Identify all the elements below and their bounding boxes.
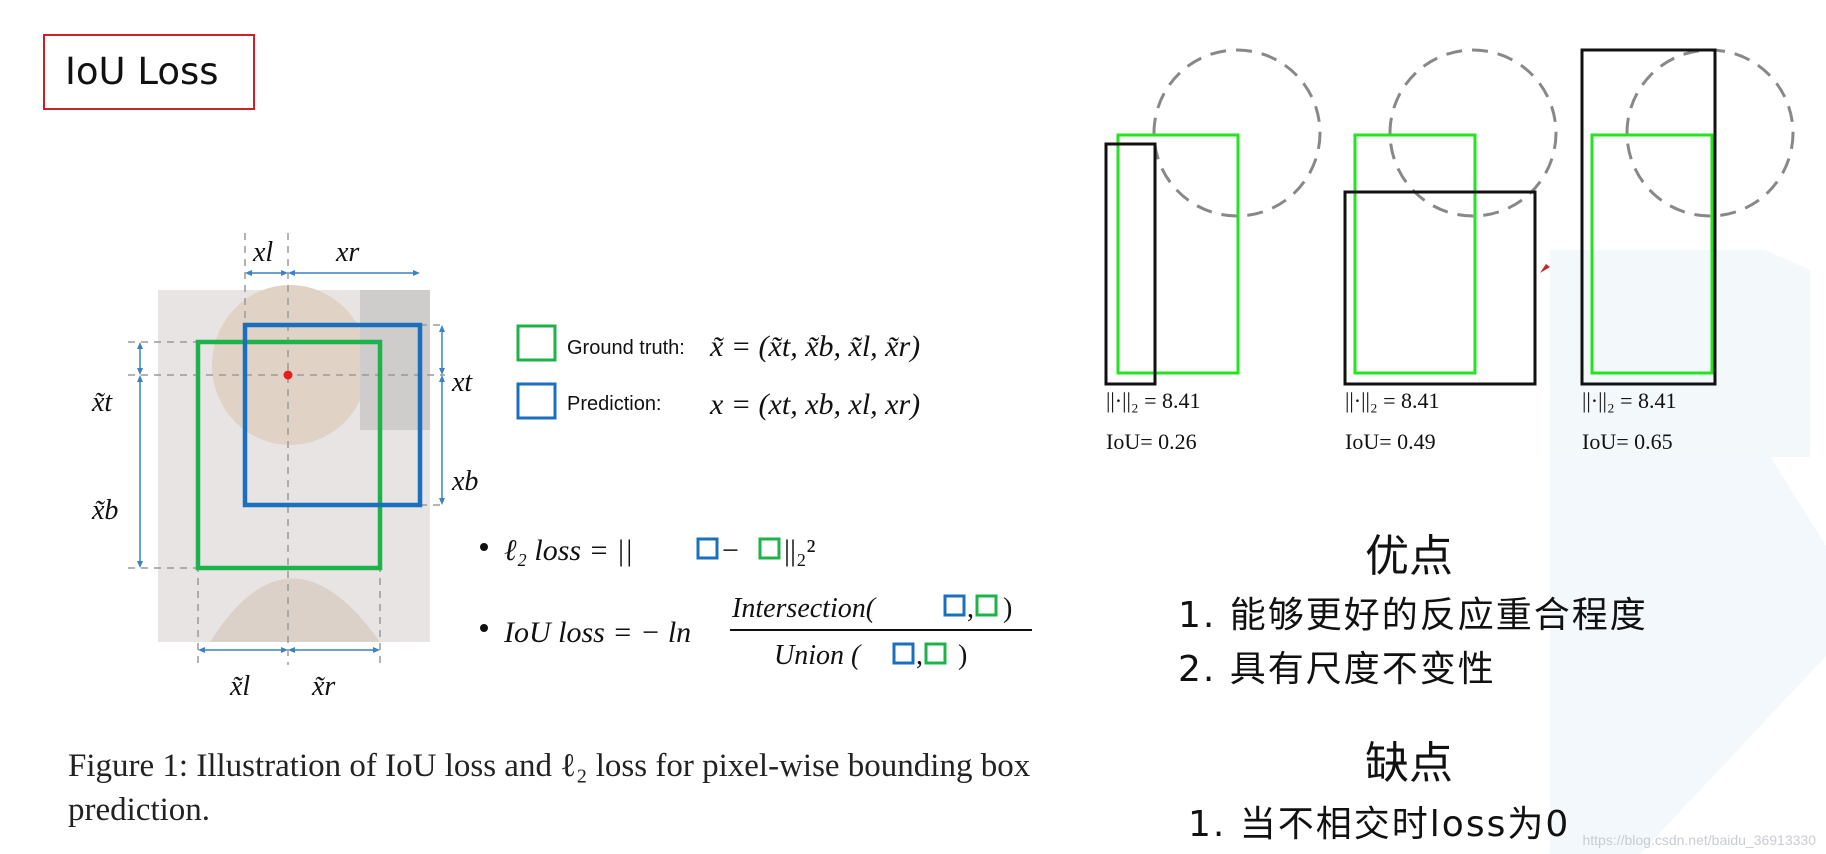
face-shape [212,285,368,445]
disadvantages-heading: 缺点 [1365,738,1453,789]
label-x-r: xr [335,237,359,268]
iou-example-1: ||·||₂ = 8.41 IoU= 0.26 [1104,48,1322,454]
shoulder-shape [210,578,380,642]
disadvantage-item-1: 1. 当不相交时loss为0 [1188,804,1571,845]
legend-green-square [516,324,557,362]
label-x-l: xl [252,237,273,268]
advantages-heading: 优点 [1365,531,1453,582]
numerator-close: ) [1003,593,1012,624]
l2-loss-prefix: ℓ₂ loss = || [504,534,633,567]
iou-example-3: ||·||₂ = 8.41 IoU= 0.65 [1580,48,1795,454]
denominator-close: ) [958,640,967,671]
legend-blue-square [516,382,557,420]
decor-triangle [1550,456,1826,854]
green-box-3 [1590,133,1714,375]
green-box-2 [1353,133,1477,375]
iou-example-2: ||·||₂ = 8.41 IoU= 0.49 [1343,48,1558,454]
norm-label-2: ||·||₂ = 8.41 [1345,388,1440,413]
numerator-blue-square [943,594,966,617]
iou-denominator: Union ( [774,640,862,671]
ground-truth-formula: x̃ = (x̃t, x̃b, x̃l, x̃r) [709,330,920,363]
iou-numerator: Intersection( [731,593,877,624]
denominator-blue-square [892,642,915,665]
l2-blue-square [696,537,719,560]
decor-triangle-top [1550,250,1810,457]
numerator-green-square [975,594,998,617]
bbox-illustration: xl xr xt xb x̃t x̃b x̃l x̃r [91,233,478,702]
norm-label-3: ||·||₂ = 8.41 [1582,388,1677,413]
label-xb-tilde: x̃b [91,495,118,526]
black-box-2 [1343,190,1537,386]
label-x-t: xt [451,367,473,398]
label-xr-tilde: x̃r [311,671,335,702]
iou-label-1: IoU= 0.26 [1106,429,1197,454]
ground-truth-box [195,339,383,571]
label-xt-tilde: x̃t [91,387,113,418]
l2-green-square [758,537,781,560]
iou-label-3: IoU= 0.65 [1582,429,1673,454]
legend-prediction-label: Prediction: [567,393,662,415]
label-xl-tilde: x̃l [229,671,250,702]
loss-formulas: ℓ₂ loss = || − ||₂² IoU loss = − ln Inte… [480,534,1032,671]
dashed-circle-2 [1388,48,1558,218]
slide-title: IoU Loss [43,34,255,110]
denominator-green-square [924,642,947,665]
iou-loss-prefix: IoU loss = − ln [503,616,691,649]
green-box-1 [1116,133,1240,375]
center-point [283,370,293,380]
legend-ground-truth-label: Ground truth: [567,337,685,359]
norm-label-1: ||·||₂ = 8.41 [1106,388,1201,413]
numerator-comma: , [967,593,974,624]
l2-norm-suffix: ||₂² [784,534,815,567]
pen-cursor-icon [1540,264,1550,273]
label-x-b: xb [451,466,478,497]
figure-caption: Figure 1: Illustration of IoU loss and ℓ… [68,748,1031,828]
watermark: https://blog.csdn.net/baidu_36913330 [1582,832,1816,848]
iou-examples: ||·||₂ = 8.41 IoU= 0.26 ||·||₂ = 8.41 Io… [1104,48,1810,457]
iou-label-2: IoU= 0.49 [1345,429,1436,454]
l2-minus: − [722,534,739,567]
legend: Ground truth: Prediction: x̃ = (x̃t, x̃b… [516,324,920,421]
denominator-comma: , [916,640,923,671]
black-box-1 [1104,142,1157,386]
dashed-circle-3 [1625,48,1795,218]
black-box-3 [1580,48,1717,386]
advantage-item-1: 1. 能够更好的反应重合程度 [1178,595,1648,636]
prediction-box [242,322,423,508]
advantage-item-2: 2. 具有尺度不变性 [1178,649,1496,690]
prediction-formula: x = (xt, xb, xl, xr) [709,388,920,421]
